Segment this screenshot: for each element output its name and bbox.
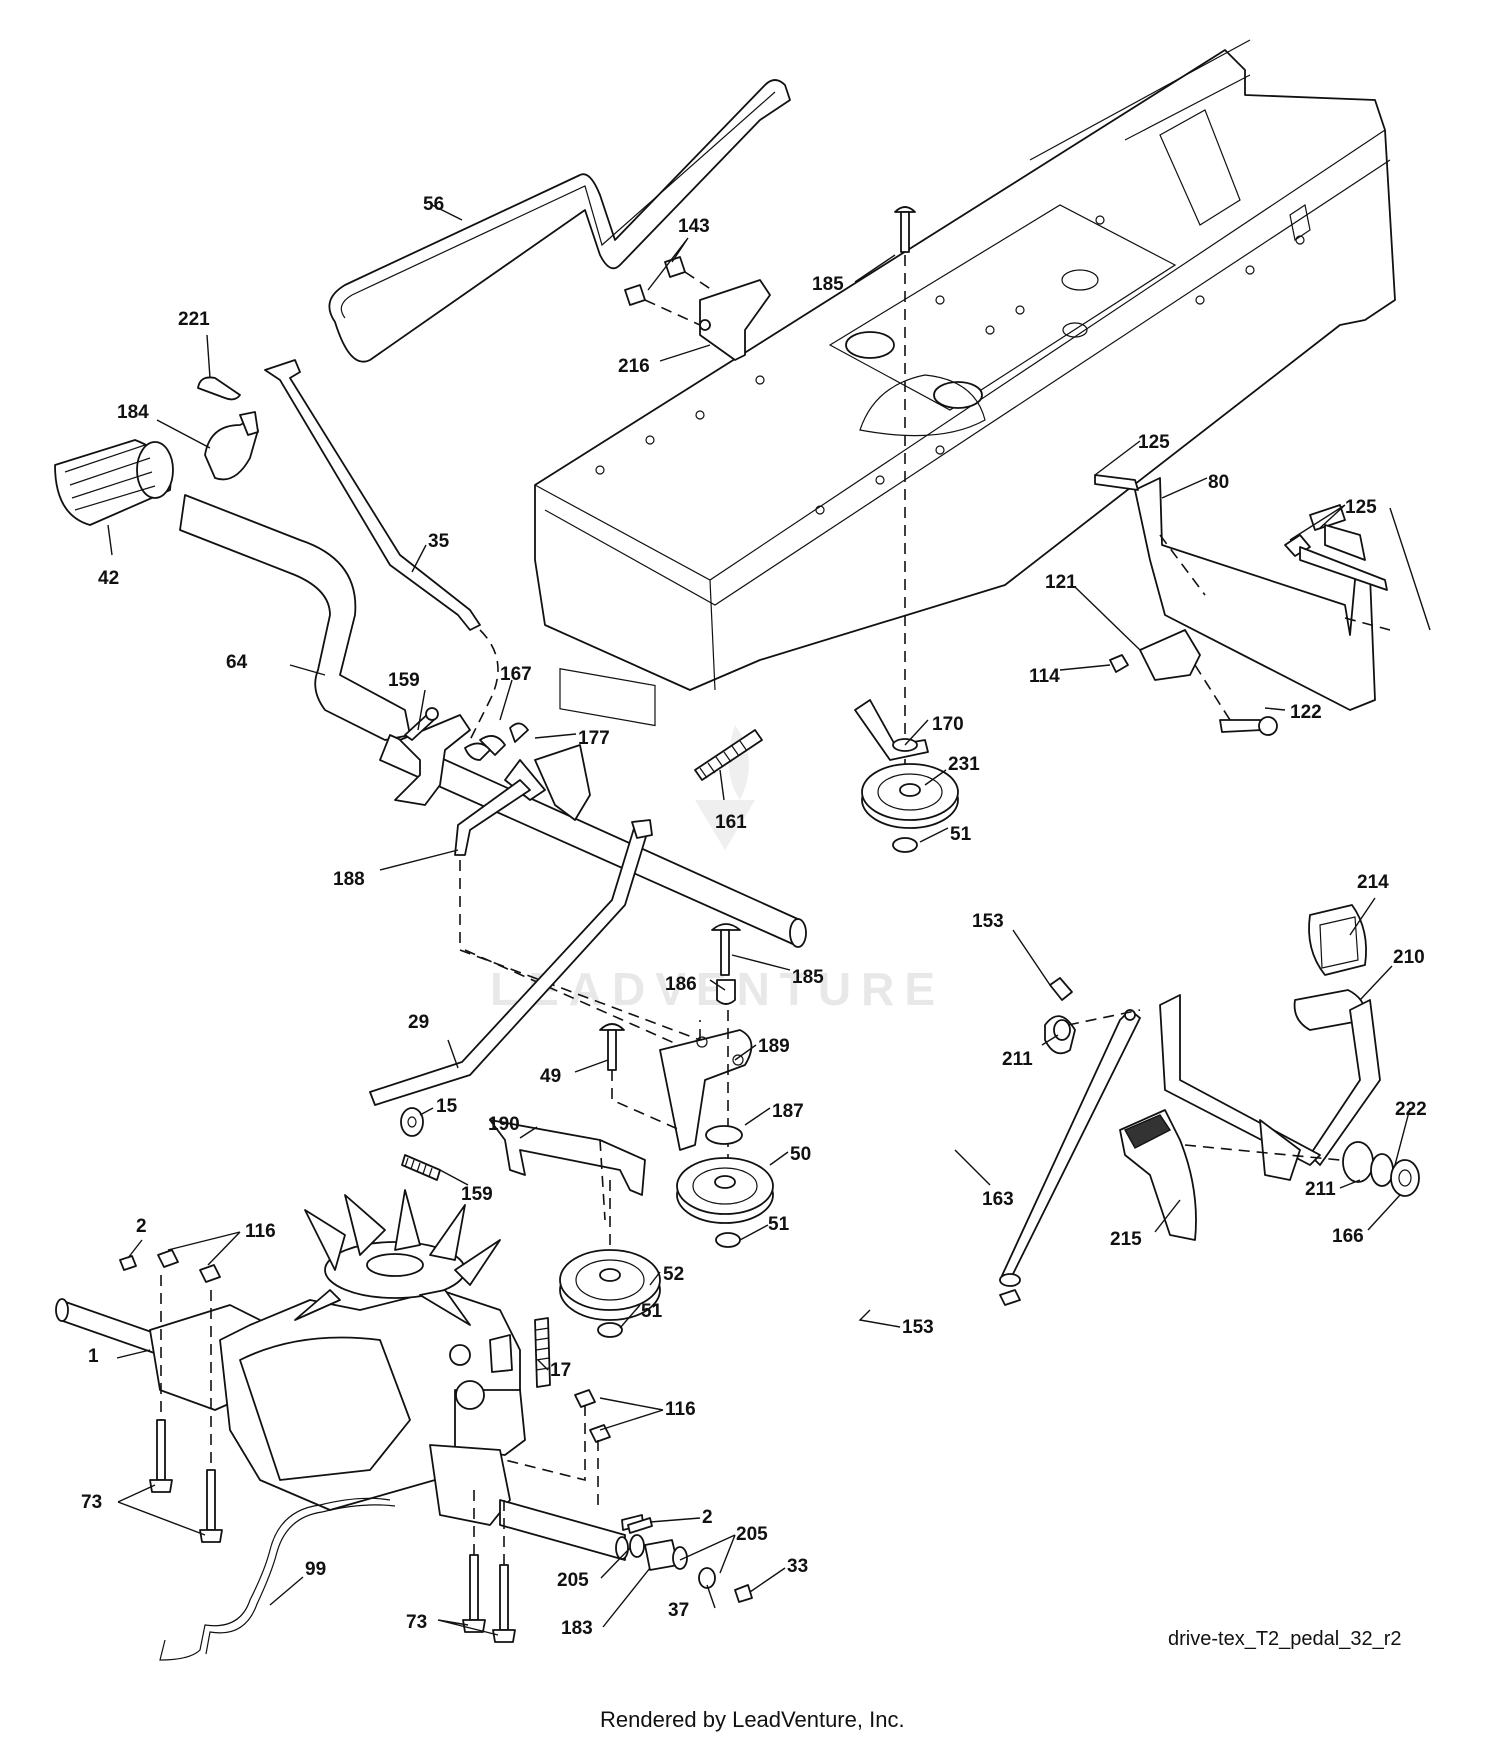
part-label: 80 (1208, 472, 1229, 493)
part-label: 2 (702, 1507, 713, 1528)
part-label: 116 (665, 1399, 696, 1420)
part-label: 221 (178, 309, 210, 330)
handle-grip (54, 439, 174, 526)
part-label: 125 (1138, 432, 1170, 453)
part-label: 187 (772, 1101, 804, 1122)
part-label: 114 (1029, 666, 1060, 687)
part-label: 29 (408, 1012, 429, 1033)
part-label: 125 (1345, 497, 1377, 518)
part-label: 159 (461, 1184, 493, 1205)
spring-161 (694, 729, 763, 781)
part-label: 33 (787, 1556, 808, 1577)
footer-credit: Rendered by LeadVenture, Inc. (600, 1707, 905, 1732)
pedal-bracket-80 (1094, 474, 1391, 736)
wire-harness-99 (159, 1497, 396, 1661)
part-label: 211 (1002, 1049, 1033, 1070)
belt-guide-190 (489, 1119, 646, 1221)
part-label: 153 (972, 911, 1004, 932)
part-label: 116 (245, 1221, 276, 1242)
part-label: 2 (136, 1216, 147, 1237)
part-label: 166 (1332, 1226, 1364, 1247)
part-label: 35 (428, 531, 450, 552)
part-label: 170 (932, 714, 964, 735)
part-label: 184 (117, 402, 149, 423)
part-label: 51 (768, 1214, 790, 1235)
part-label: 167 (500, 664, 532, 685)
part-label: 73 (406, 1612, 427, 1633)
part-label: 121 (1045, 572, 1077, 593)
part-label: 64 (226, 652, 248, 673)
part-label: 205 (557, 1570, 589, 1591)
part-label: 153 (902, 1317, 934, 1338)
leader-lines (107, 204, 1431, 1636)
part-label: 49 (540, 1066, 561, 1087)
part-label: 56 (423, 194, 444, 215)
pedal-assembly (999, 904, 1420, 1306)
part-label: 186 (665, 974, 697, 995)
part-label: 189 (758, 1036, 790, 1057)
part-label: 73 (81, 1492, 102, 1513)
shift-rod (264, 359, 499, 741)
part-label: 188 (333, 869, 365, 890)
drawing-id: drive-tex_T2_pedal_32_r2 (1168, 1628, 1402, 1650)
part-label: 177 (578, 728, 610, 749)
part-label: 37 (668, 1600, 689, 1621)
part-label: 50 (790, 1144, 811, 1165)
part-label: 214 (1357, 872, 1389, 893)
part-label: 122 (1290, 702, 1322, 723)
washer-spring-lower (400, 1107, 441, 1181)
part-label: 159 (388, 670, 420, 691)
part-label: 222 (1395, 1099, 1427, 1120)
drive-belt (328, 79, 791, 363)
part-label: 17 (550, 1360, 571, 1381)
part-label: 42 (98, 568, 119, 589)
part-label: 190 (488, 1114, 520, 1135)
part-label: 1 (88, 1346, 99, 1367)
part-label: 185 (812, 274, 844, 295)
part-label: 185 (792, 967, 824, 988)
transaxle (55, 1189, 644, 1643)
knob-parts (197, 376, 259, 481)
clips-top (404, 707, 529, 761)
part-label: 216 (618, 356, 650, 377)
shift-handle (179, 494, 411, 741)
part-label: 211 (1305, 1179, 1336, 1200)
part-label: 161 (715, 812, 747, 833)
part-label: 15 (436, 1096, 458, 1117)
watermark-logo-icon (695, 725, 755, 850)
control-rod-188 (454, 779, 701, 1051)
part-label: 51 (641, 1301, 663, 1322)
carriage-bolt-top (894, 206, 916, 770)
part-labels: 56 143 221 185 184 216 42 35 125 80 125 … (81, 194, 1427, 1639)
part-label: 143 (678, 216, 710, 237)
part-label: 231 (948, 754, 980, 775)
axle-hardware (627, 1517, 753, 1603)
chassis-frame (534, 39, 1396, 727)
part-label: 51 (950, 824, 972, 845)
part-label: 210 (1393, 947, 1425, 968)
part-label: 52 (663, 1264, 684, 1285)
control-rod-29 (369, 819, 653, 1106)
part-label: 215 (1110, 1229, 1142, 1250)
part-label: 163 (982, 1189, 1014, 1210)
part-label: 183 (561, 1618, 593, 1639)
idler-bracket (624, 256, 771, 361)
part-label: 205 (736, 1524, 768, 1545)
part-label: 99 (305, 1559, 326, 1580)
idler-bracket-189 (559, 923, 774, 1338)
